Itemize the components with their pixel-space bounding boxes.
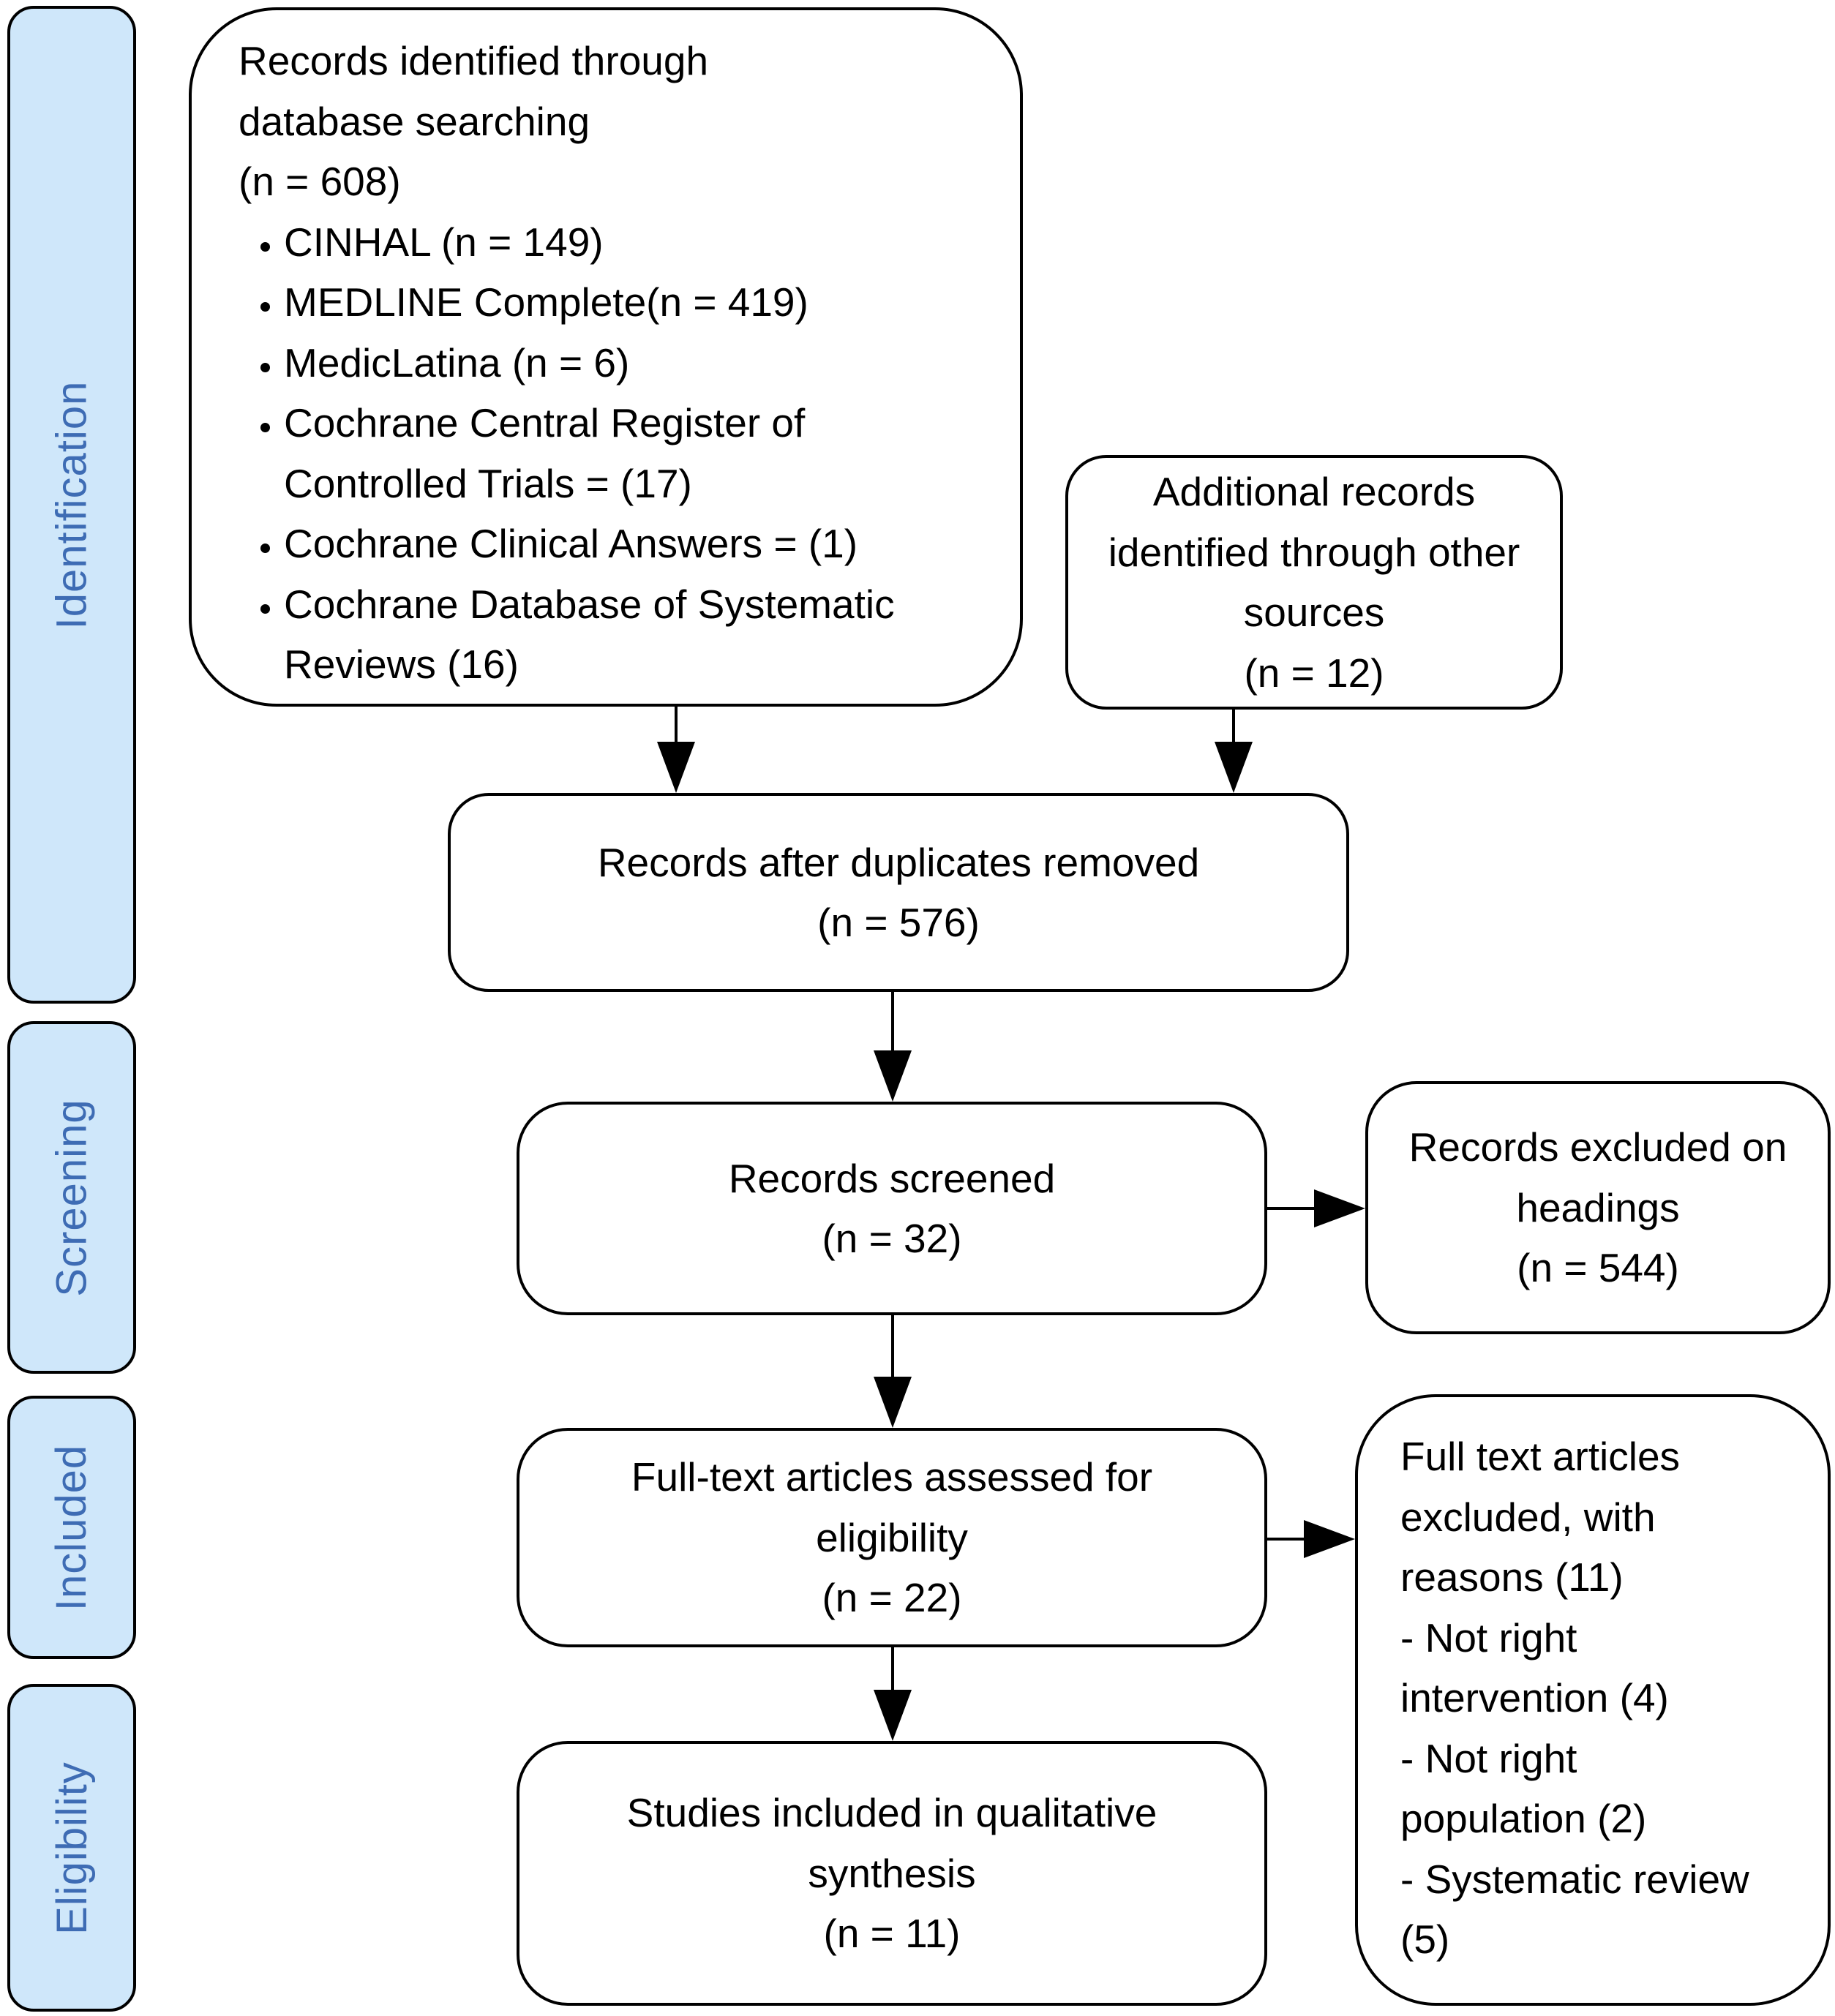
arrow-fulltext-to-synthesis-head [874, 1690, 912, 1741]
stage-screening-label: Screening [48, 1098, 96, 1297]
stage-eligibility-label: Eligibility [48, 1761, 96, 1935]
source-item: MedicLatina (n = 6) [284, 333, 920, 394]
arrow-screened-to-excluded-line [1267, 1207, 1317, 1210]
arrow-fulltext-to-synthesis-line [891, 1647, 894, 1693]
stage-identification: Identification [7, 6, 136, 1004]
records-identified-count: (n = 608) [239, 159, 401, 204]
source-item: Cochrane Database of Systematic Reviews … [284, 574, 920, 695]
exclusion-reason: - Systematic review (5) [1400, 1856, 1749, 1963]
box-records-excluded-headings: Records excluded on headings (n = 544) [1365, 1081, 1831, 1334]
records-identified-source-list: CINHAL (n = 149) MEDLINE Complete(n = 41… [239, 212, 920, 695]
box-duplicates-removed: Records after duplicates removed (n = 57… [448, 793, 1349, 992]
fulltext-excluded-label: Full text articles excluded, with reason… [1400, 1434, 1681, 1600]
box-fulltext-excluded: Full text articles excluded, with reason… [1355, 1394, 1831, 2006]
box-records-screened: Records screened (n = 32) [517, 1102, 1267, 1315]
duplicates-removed-count: (n = 576) [817, 900, 980, 945]
source-item: Cochrane Central Register of Controlled … [284, 393, 920, 514]
exclusion-reason: - Not right intervention (4) [1400, 1614, 1669, 1721]
box-fulltext-assessed: Full-text articles assessed for eligibil… [517, 1428, 1267, 1647]
exclusion-reason: - Not right population (2) [1400, 1735, 1647, 1842]
arrow-screened-to-fulltext-head [874, 1377, 912, 1428]
arrow-identified-to-dedup-line [675, 707, 678, 745]
fulltext-assessed-label: Full-text articles assessed for eligibil… [631, 1454, 1153, 1560]
stage-included-label: Included [48, 1444, 96, 1611]
records-identified-title: Records identified through database sear… [239, 38, 709, 144]
records-screened-count: (n = 32) [822, 1216, 962, 1261]
arrow-dedup-to-screened-line [891, 992, 894, 1053]
fulltext-assessed-count: (n = 22) [822, 1575, 962, 1621]
additional-records-label: Additional records identified through ot… [1108, 469, 1520, 635]
box-records-identified: Records identified through database sear… [189, 7, 1023, 707]
additional-records-count: (n = 12) [1244, 650, 1384, 696]
records-screened-label: Records screened [728, 1155, 1056, 1201]
stage-identification-label: Identification [48, 380, 96, 629]
records-excluded-count: (n = 544) [1517, 1245, 1679, 1291]
source-item: MEDLINE Complete(n = 419) [284, 272, 920, 333]
records-excluded-label: Records excluded on headings [1408, 1124, 1787, 1230]
arrow-additional-to-dedup-line [1232, 710, 1235, 745]
studies-included-label: Studies included in qualitative synthesi… [626, 1790, 1157, 1896]
source-item: Cochrane Clinical Answers = (1) [284, 514, 920, 574]
duplicates-removed-label: Records after duplicates removed [597, 839, 1200, 885]
arrow-screened-to-fulltext-line [891, 1315, 894, 1380]
stage-included: Included [7, 1396, 136, 1659]
box-additional-records: Additional records identified through ot… [1065, 455, 1563, 710]
stage-eligibility: Eligibility [7, 1684, 136, 2012]
arrow-fulltext-to-excluded-line [1267, 1538, 1307, 1541]
studies-included-count: (n = 11) [823, 1911, 961, 1957]
arrow-screened-to-excluded-head [1314, 1189, 1365, 1227]
arrow-dedup-to-screened-head [874, 1050, 912, 1102]
arrow-fulltext-to-excluded-head [1304, 1520, 1355, 1558]
arrow-identified-to-dedup-head [657, 742, 695, 793]
source-item: CINHAL (n = 149) [284, 212, 920, 273]
stage-screening: Screening [7, 1021, 136, 1374]
arrow-additional-to-dedup-head [1215, 742, 1253, 793]
box-studies-included: Studies included in qualitative synthesi… [517, 1741, 1267, 2006]
